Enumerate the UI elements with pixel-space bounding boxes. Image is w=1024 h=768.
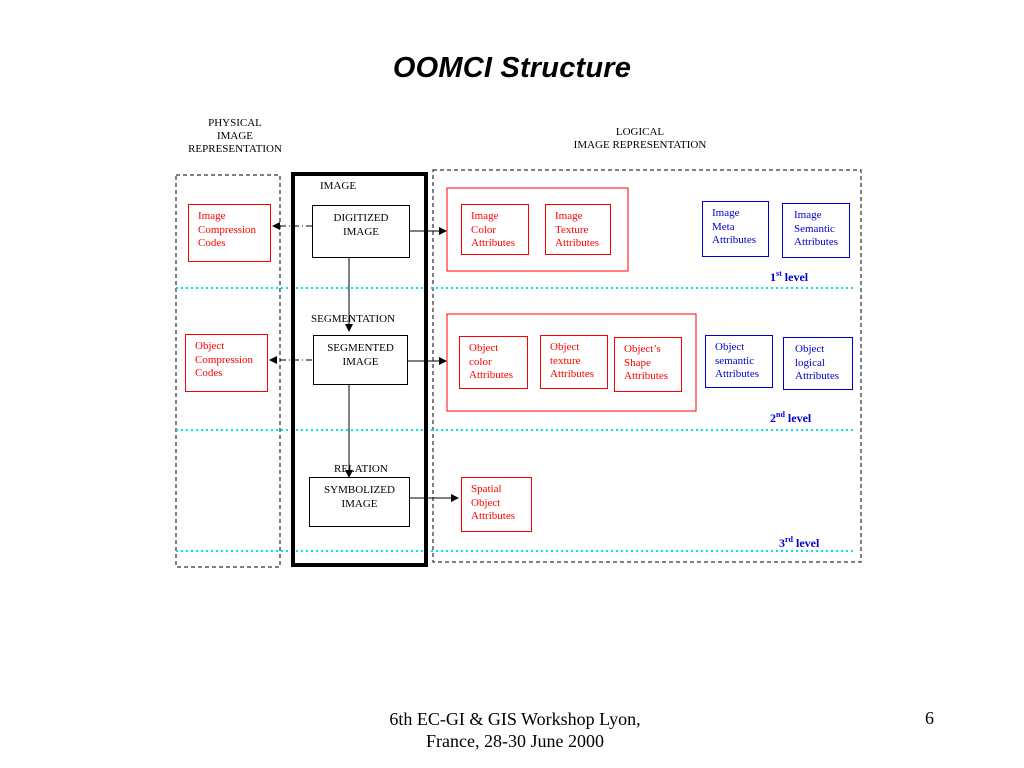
object-semantic-attributes-box: Object semantic Attributes bbox=[705, 335, 773, 388]
object-color-attributes-box: Object color Attributes bbox=[459, 336, 528, 389]
spatial-object-attributes-box: Spatial Object Attributes bbox=[461, 477, 532, 532]
image-compression-codes-box: Image Compression Codes bbox=[188, 204, 271, 262]
image-color-attributes-box: Image Color Attributes bbox=[461, 204, 529, 255]
logical-header: LOGICAL IMAGE REPRESENTATION bbox=[573, 126, 707, 151]
object-shape-attributes-box: Object’s Shape Attributes bbox=[614, 337, 682, 392]
page-number: 6 bbox=[925, 708, 934, 728]
segmented-image-box: SEGMENTED IMAGE bbox=[313, 335, 408, 385]
physical-frame bbox=[175, 174, 281, 568]
level-2-label: 2nd level bbox=[770, 410, 812, 426]
level-1-label: 1st level bbox=[770, 269, 809, 285]
image-label: IMAGE bbox=[320, 180, 357, 192]
object-logical-attributes-box: Object logical Attributes bbox=[783, 337, 853, 390]
object-compression-codes-box: Object Compression Codes bbox=[185, 334, 268, 392]
image-texture-attributes-box: Image Texture Attributes bbox=[545, 204, 611, 255]
image-semantic-attributes-box: Image Semantic Attributes bbox=[782, 203, 850, 258]
image-meta-attributes-box: Image Meta Attributes bbox=[702, 201, 769, 257]
logical-frame bbox=[432, 169, 862, 563]
level1-group-frame bbox=[446, 187, 629, 272]
object-texture-attributes-box: Object texture Attributes bbox=[540, 335, 608, 389]
segmentation-label: SEGMENTATION bbox=[311, 313, 396, 325]
page-title: OOMCI Structure bbox=[392, 52, 632, 84]
image-frame bbox=[291, 172, 428, 567]
relation-label: RELATION bbox=[334, 463, 388, 475]
physical-header: PHYSICAL IMAGE REPRESENTATION bbox=[188, 117, 282, 155]
footer-text: 6th EC-GI & GIS Workshop Lyon, France, 2… bbox=[389, 709, 641, 751]
level2-group-frame bbox=[446, 313, 697, 412]
symbolized-image-box: SYMBOLIZED IMAGE bbox=[309, 477, 410, 527]
level-3-label: 3rd level bbox=[779, 535, 820, 551]
digitized-image-box: DIGITIZED IMAGE bbox=[312, 205, 410, 258]
